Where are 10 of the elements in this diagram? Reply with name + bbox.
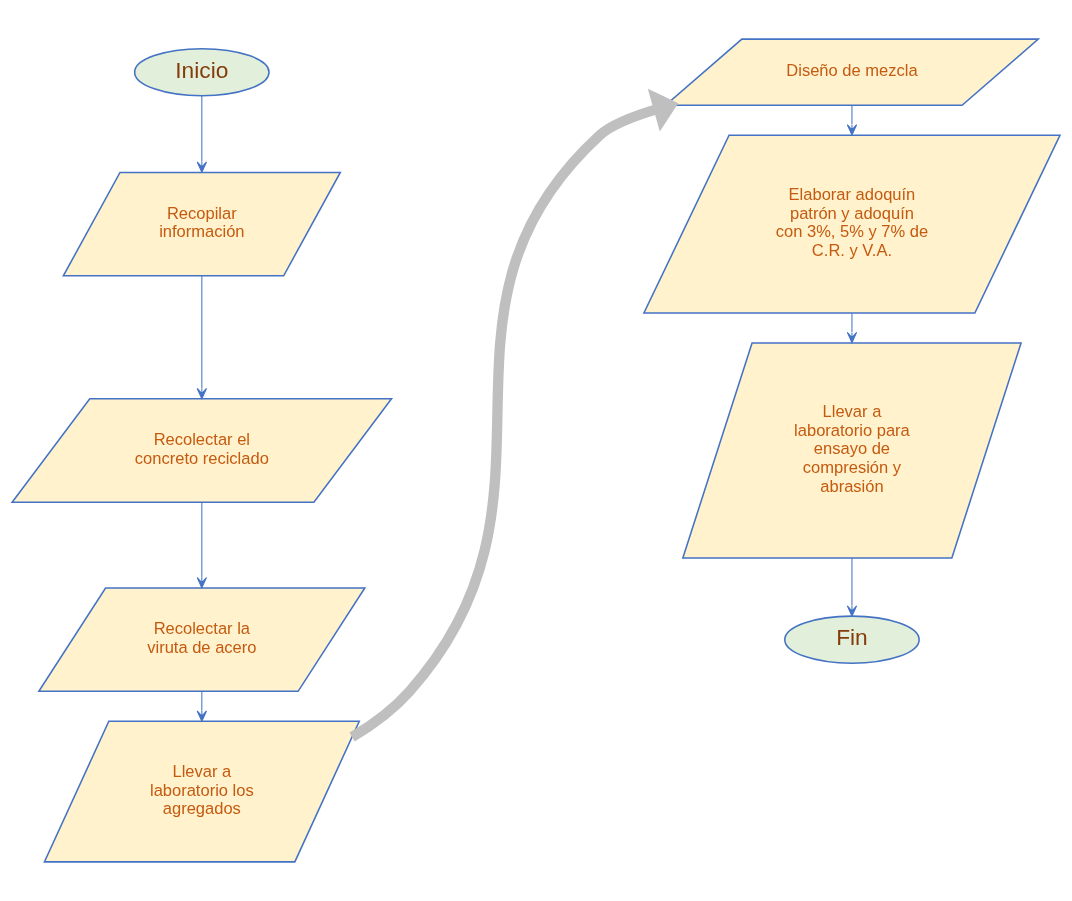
node-ellipse: Inicio — [133, 47, 270, 97]
arrow — [196, 502, 207, 589]
arrow — [846, 312, 858, 344]
node-ellipse: Fin — [784, 615, 920, 664]
arrow — [846, 104, 858, 136]
arrow — [349, 88, 679, 742]
arrow — [196, 275, 207, 400]
arrow — [846, 557, 858, 617]
arrow — [196, 95, 207, 173]
arrow — [196, 690, 207, 722]
